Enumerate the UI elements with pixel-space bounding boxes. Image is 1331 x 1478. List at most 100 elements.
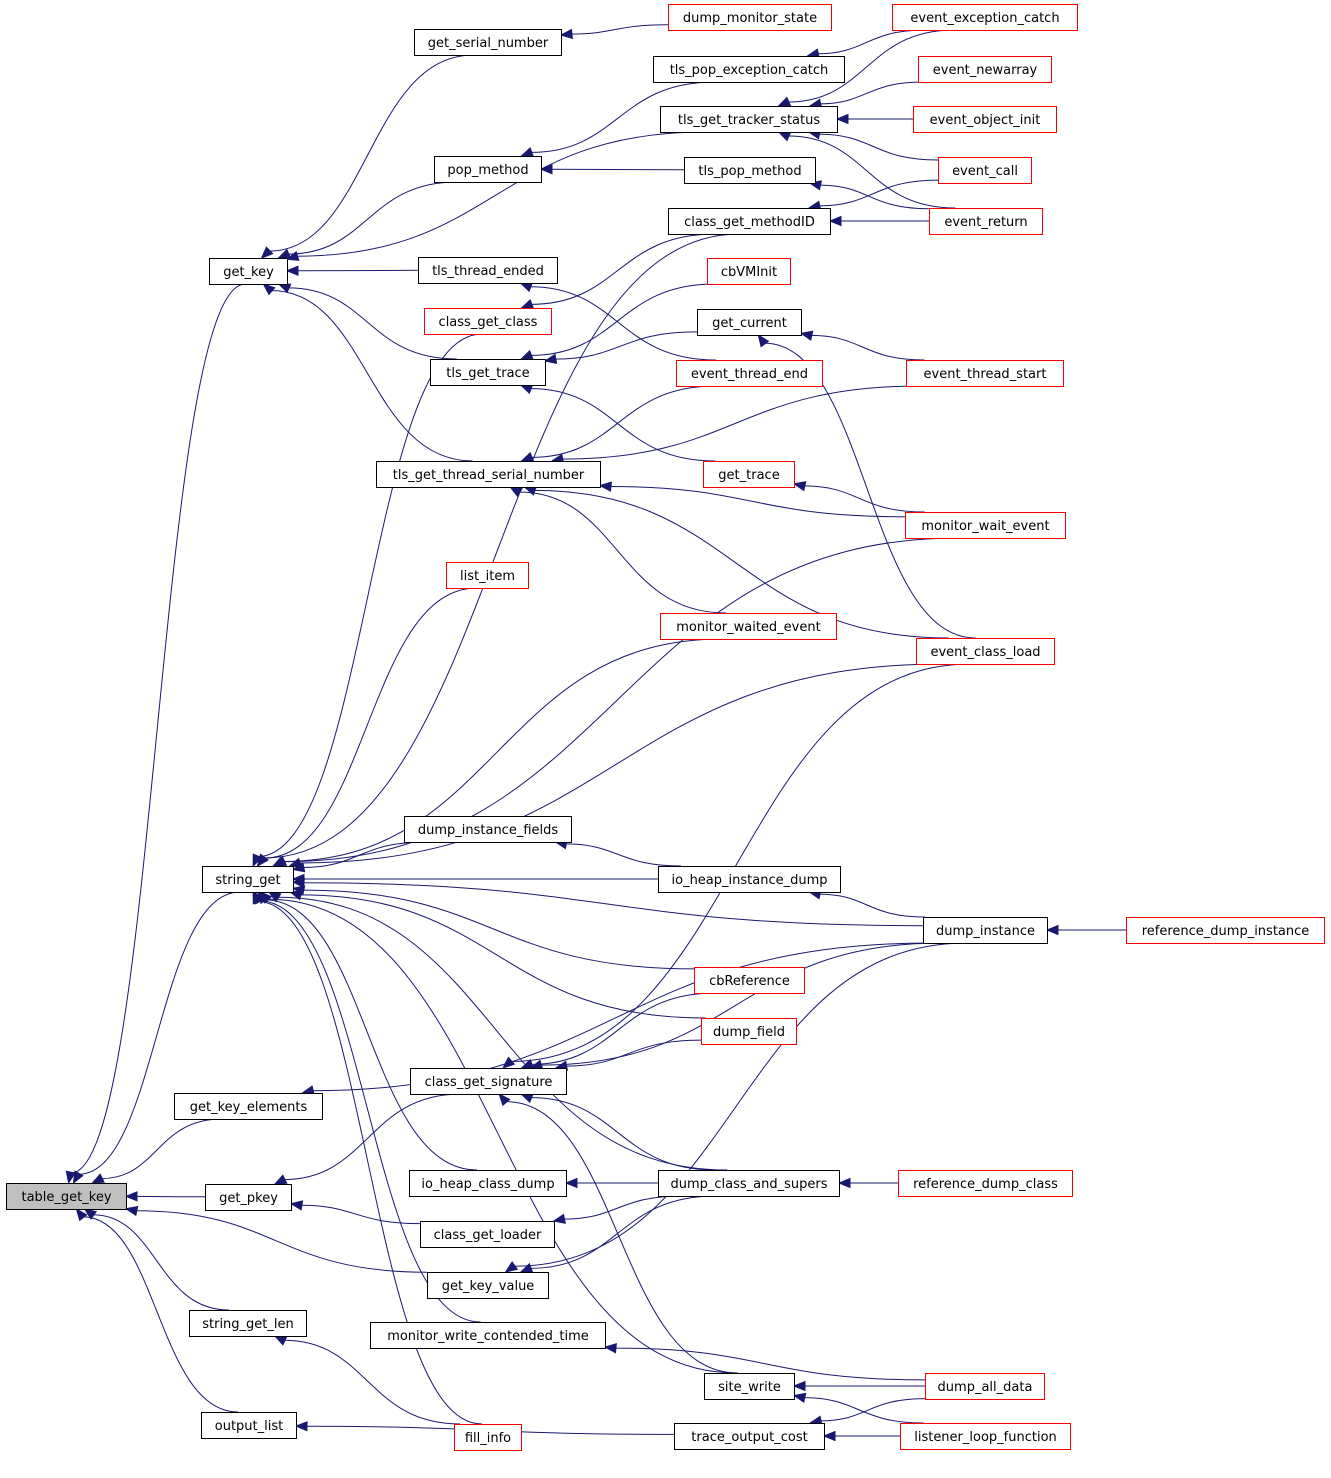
node-box[interactable]	[929, 208, 1043, 235]
node-get-trace[interactable]: get_trace	[703, 461, 795, 488]
node-tls-thread-ended[interactable]: tls_thread_ended	[418, 257, 558, 284]
node-box[interactable]	[701, 1018, 797, 1045]
node-box[interactable]	[694, 967, 805, 994]
node-box[interactable]	[424, 308, 552, 335]
node-get-key[interactable]: get_key	[209, 258, 288, 285]
node-box[interactable]	[446, 562, 529, 589]
node-io-heap-instance-dump[interactable]: io_heap_instance_dump	[658, 866, 841, 893]
node-box[interactable]	[906, 360, 1064, 387]
node-tls-pop-exception-catch[interactable]: tls_pop_exception_catch	[653, 56, 845, 83]
node-tls-get-trace[interactable]: tls_get_trace	[430, 359, 546, 386]
node-box[interactable]	[410, 1068, 567, 1095]
node-fill-info[interactable]: fill_info	[454, 1424, 522, 1451]
node-listener-loop-function[interactable]: listener_loop_function	[900, 1423, 1071, 1450]
node-reference-dump-class[interactable]: reference_dump_class	[898, 1170, 1073, 1197]
node-get-pkey[interactable]: get_pkey	[205, 1184, 292, 1211]
node-event-newarray[interactable]: event_newarray	[918, 56, 1052, 83]
node-box[interactable]	[660, 613, 837, 640]
node-box[interactable]	[938, 157, 1032, 184]
node-box[interactable]	[434, 156, 542, 183]
node-box[interactable]	[925, 1373, 1045, 1400]
node-list-item[interactable]: list_item	[446, 562, 529, 589]
node-get-current[interactable]: get_current	[697, 309, 802, 336]
node-monitor-wait-event[interactable]: monitor_wait_event	[905, 512, 1066, 539]
node-dump-all-data[interactable]: dump_all_data	[925, 1373, 1045, 1400]
node-box[interactable]	[6, 1183, 127, 1210]
node-box[interactable]	[697, 309, 802, 336]
node-box[interactable]	[205, 1184, 292, 1211]
node-box[interactable]	[414, 29, 562, 56]
node-box[interactable]	[668, 4, 832, 31]
node-get-serial-number[interactable]: get_serial_number	[414, 29, 562, 56]
node-box[interactable]	[704, 1373, 795, 1400]
node-pop-method[interactable]: pop_method	[434, 156, 542, 183]
node-box[interactable]	[420, 1221, 555, 1248]
node-get-key-value[interactable]: get_key_value	[427, 1272, 549, 1299]
node-dump-monitor-state[interactable]: dump_monitor_state	[668, 4, 832, 31]
node-box[interactable]	[174, 1093, 323, 1120]
node-box[interactable]	[409, 1170, 567, 1197]
node-event-exception-catch[interactable]: event_exception_catch	[892, 4, 1078, 31]
node-box[interactable]	[370, 1322, 606, 1349]
node-monitor-write-contended-time[interactable]: monitor_write_contended_time	[370, 1322, 606, 1349]
node-box[interactable]	[376, 461, 601, 488]
node-class-get-methodID[interactable]: class_get_methodID	[668, 208, 831, 235]
node-reference-dump-instance[interactable]: reference_dump_instance	[1126, 917, 1325, 944]
node-box[interactable]	[923, 917, 1048, 944]
node-cbReference[interactable]: cbReference	[694, 967, 805, 994]
node-box[interactable]	[454, 1424, 522, 1451]
node-box[interactable]	[653, 56, 845, 83]
node-class-get-signature[interactable]: class_get_signature	[410, 1068, 567, 1095]
node-event-class-load[interactable]: event_class_load	[916, 638, 1055, 665]
node-tls-get-tracker-status[interactable]: tls_get_tracker_status	[660, 106, 838, 133]
node-box[interactable]	[684, 157, 816, 184]
node-box[interactable]	[905, 512, 1066, 539]
node-box[interactable]	[1126, 917, 1325, 944]
node-box[interactable]	[427, 1272, 549, 1299]
node-monitor-waited-event[interactable]: monitor_waited_event	[660, 613, 837, 640]
node-box[interactable]	[916, 638, 1055, 665]
node-trace-output-cost[interactable]: trace_output_cost	[674, 1423, 825, 1450]
node-box[interactable]	[668, 208, 831, 235]
node-box[interactable]	[900, 1423, 1071, 1450]
node-event-thread-start[interactable]: event_thread_start	[906, 360, 1064, 387]
node-class-get-loader[interactable]: class_get_loader	[420, 1221, 555, 1248]
node-box[interactable]	[707, 258, 791, 285]
node-box[interactable]	[418, 257, 558, 284]
node-cbVMInit[interactable]: cbVMInit	[707, 258, 791, 285]
node-box[interactable]	[674, 1423, 825, 1450]
node-box[interactable]	[658, 1170, 840, 1197]
node-dump-instance-fields[interactable]: dump_instance_fields	[404, 816, 572, 843]
node-output-list[interactable]: output_list	[201, 1412, 297, 1439]
node-class-get-class[interactable]: class_get_class	[424, 308, 552, 335]
node-box[interactable]	[202, 866, 294, 893]
node-site-write[interactable]: site_write	[704, 1373, 795, 1400]
node-box[interactable]	[658, 866, 841, 893]
node-event-object-init[interactable]: event_object_init	[913, 106, 1057, 133]
node-event-return[interactable]: event_return	[929, 208, 1043, 235]
node-box[interactable]	[892, 4, 1078, 31]
node-box[interactable]	[918, 56, 1052, 83]
node-box[interactable]	[209, 258, 288, 285]
node-table-get-key[interactable]: table_get_key	[6, 1183, 127, 1210]
node-dump-field[interactable]: dump_field	[701, 1018, 797, 1045]
node-event-call[interactable]: event_call	[938, 157, 1032, 184]
node-dump-class-and-supers[interactable]: dump_class_and_supers	[658, 1170, 840, 1197]
node-box[interactable]	[703, 461, 795, 488]
node-box[interactable]	[430, 359, 546, 386]
node-box[interactable]	[676, 360, 823, 387]
node-box[interactable]	[189, 1310, 307, 1337]
node-string-get-len[interactable]: string_get_len	[189, 1310, 307, 1337]
node-tls-pop-method[interactable]: tls_pop_method	[684, 157, 816, 184]
node-box[interactable]	[201, 1412, 297, 1439]
node-box[interactable]	[404, 816, 572, 843]
node-box[interactable]	[913, 106, 1057, 133]
node-dump-instance[interactable]: dump_instance	[923, 917, 1048, 944]
node-io-heap-class-dump[interactable]: io_heap_class_dump	[409, 1170, 567, 1197]
node-get-key-elements[interactable]: get_key_elements	[174, 1093, 323, 1120]
node-tls-get-thread-serial-number[interactable]: tls_get_thread_serial_number	[376, 461, 601, 488]
node-string-get[interactable]: string_get	[202, 866, 294, 893]
node-event-thread-end[interactable]: event_thread_end	[676, 360, 823, 387]
node-box[interactable]	[898, 1170, 1073, 1197]
node-box[interactable]	[660, 106, 838, 133]
